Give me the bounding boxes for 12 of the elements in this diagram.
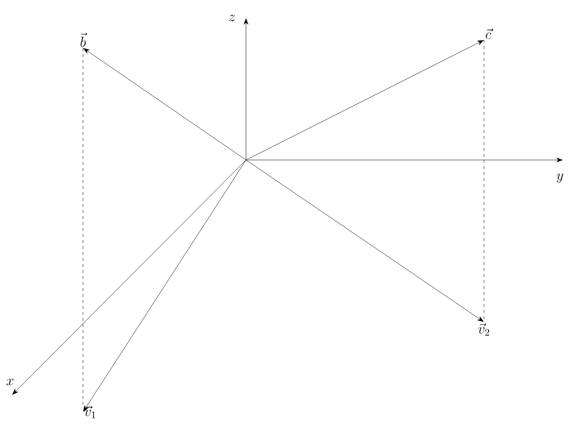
vector-label: $\vec{v}_1$ [84,406,96,418]
vector-label: $\vec{b}$ [80,32,88,47]
vector-label: $\vec{v}_2$ [478,323,490,336]
vector-arrow [83,160,246,412]
vector-arrow [83,48,246,160]
vector-arrow [246,160,484,322]
axis-label: $y$ [556,173,564,183]
projection-line [82,48,84,405]
axis-label: $z$ [229,14,236,22]
axis-label: $x$ [6,378,14,386]
vector-label: $\vec{c}$ [486,28,494,39]
vector-arrow [246,40,484,160]
